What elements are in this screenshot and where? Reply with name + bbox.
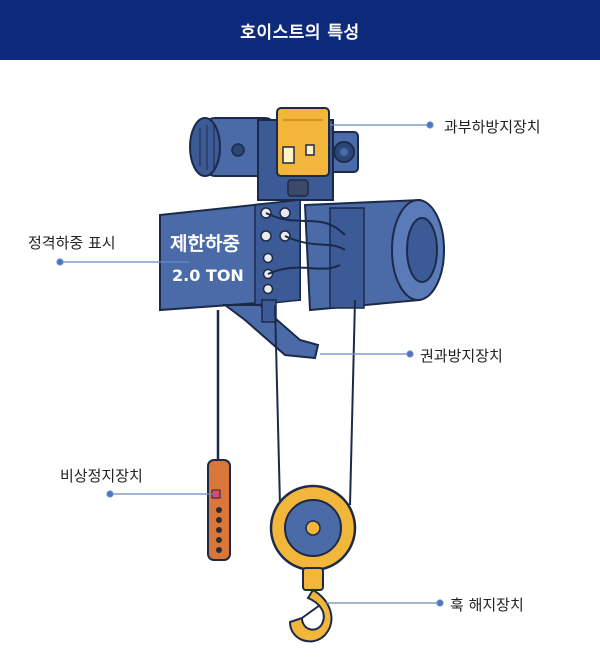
header-bar: 호이스트의 특성 <box>0 0 600 60</box>
control-panel: 제한하중 2.0 TON <box>159 198 346 312</box>
overload-device <box>276 107 330 177</box>
page-title: 호이스트의 특성 <box>240 22 360 43</box>
label-overload-device: 과부하방지장치 <box>444 118 541 136</box>
hook <box>288 588 333 643</box>
label-hook-release: 훅 해지장치 <box>450 596 524 614</box>
overwind-lever <box>222 299 320 360</box>
hoist-drum <box>303 198 445 312</box>
label-emergency-stop: 비상정지장치 <box>60 467 143 485</box>
leader-lines <box>56 121 444 607</box>
label-overwind-device: 권과방지장치 <box>420 347 503 365</box>
plate-line2: 2.0 TON <box>172 266 244 285</box>
pendant-switch <box>207 459 231 561</box>
wire-rope-left <box>274 304 281 506</box>
label-rated-load: 정격하중 표시 <box>28 234 116 252</box>
hook-block <box>269 484 357 591</box>
plate-line1: 제한하중 <box>170 233 240 255</box>
wire-rope-right <box>349 299 356 506</box>
trolley-wheel <box>329 131 359 173</box>
